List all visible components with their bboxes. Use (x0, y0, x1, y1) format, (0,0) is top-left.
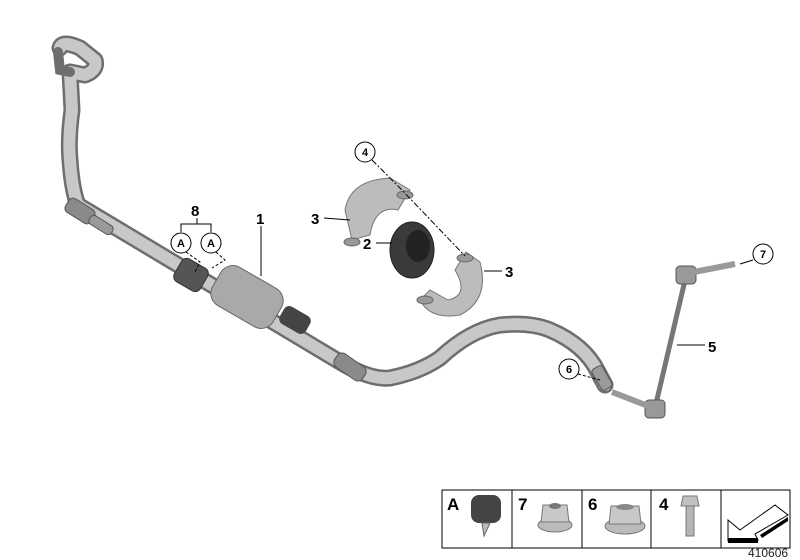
callout-3-right: 3 (505, 264, 513, 281)
callout-1: 1 (256, 211, 264, 228)
svg-text:A: A (447, 495, 459, 514)
self-locking-nut-icon (604, 504, 646, 535)
callout-4: 4 (362, 147, 369, 159)
rivet-clip-icon (471, 495, 501, 538)
callout-circle-7 (752, 243, 774, 265)
legend-cell-a[interactable]: A (447, 495, 501, 538)
legend-cell-6[interactable]: 6 (588, 495, 646, 535)
bracket-right[interactable] (416, 251, 483, 317)
stabilizer-bar[interactable] (51, 35, 614, 394)
callout-6: 6 (566, 364, 572, 376)
callout-a-left: A (177, 238, 185, 250)
callout-circle-4 (354, 141, 376, 163)
callout-5: 5 (708, 339, 716, 356)
svg-text:7: 7 (518, 495, 527, 514)
legend-cell-arrow[interactable] (727, 504, 789, 543)
callout-7: 7 (760, 249, 766, 261)
callout-circle-6 (558, 358, 580, 380)
svg-text:4: 4 (659, 495, 669, 514)
callout-circle-a-right (200, 232, 222, 254)
actuator-motor[interactable] (172, 256, 313, 336)
legend-cell-7[interactable]: 7 (518, 495, 573, 533)
flange-nut-icon (537, 503, 573, 533)
diagram-number: 410606 (748, 546, 788, 560)
callout-a-right: A (207, 238, 215, 250)
callout-circle-a-left (170, 232, 192, 254)
rubber-mounting[interactable] (389, 221, 435, 279)
svg-text:6: 6 (588, 495, 597, 514)
legend-cell-4[interactable]: 4 (659, 495, 700, 537)
direction-arrow-icon (727, 504, 789, 543)
callout-3-left: 3 (311, 211, 319, 228)
callout-2: 2 (363, 236, 371, 253)
bracket-left[interactable] (343, 177, 414, 247)
leader-lines (180, 159, 754, 381)
stabilizer-link[interactable] (610, 261, 736, 419)
hex-bolt-icon (680, 495, 700, 537)
callout-8: 8 (191, 203, 199, 220)
